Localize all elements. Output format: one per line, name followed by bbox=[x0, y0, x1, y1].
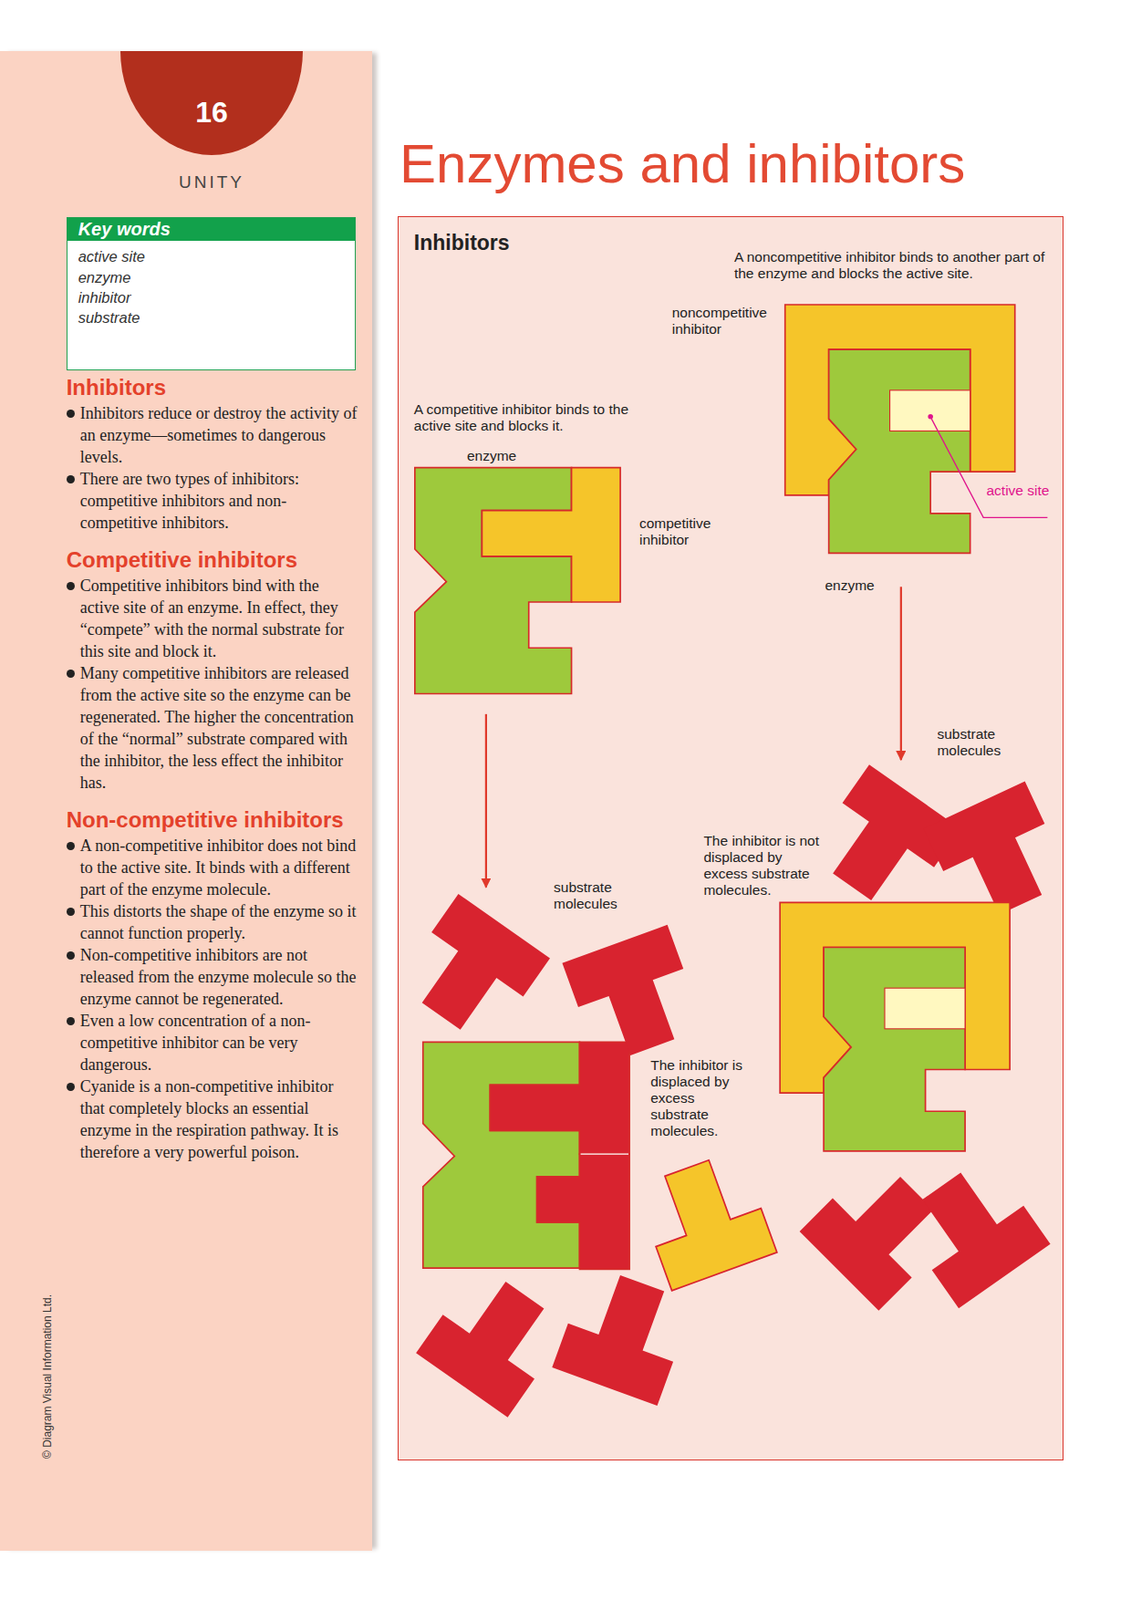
unit-tab: 16 bbox=[120, 51, 303, 156]
key-word: enzyme bbox=[67, 267, 356, 288]
part-label: enzyme bbox=[824, 577, 906, 594]
part-label: competitive inhibitor bbox=[639, 515, 732, 549]
key-word: active site bbox=[67, 246, 356, 267]
sidebar-panel: InhibitorsInhibitors reduce or destroy t… bbox=[0, 51, 373, 1551]
part-label: active site bbox=[977, 482, 1049, 499]
bullet-dot bbox=[66, 581, 75, 591]
section-heading: Non-competitive inhibitors bbox=[66, 806, 359, 834]
bullet-dot bbox=[66, 409, 75, 418]
copyright-note: © Diagram Visual Information Ltd. bbox=[40, 1276, 55, 1477]
bullet-text: A non-competitive inhibitor does not bin… bbox=[80, 836, 356, 899]
part-label: substrate molecules bbox=[553, 879, 646, 913]
key-word: substrate bbox=[67, 307, 356, 328]
bullet-item: Non-competitive inhibitors are not relea… bbox=[66, 944, 359, 1010]
bullet-text: Even a low concentration of a non-compet… bbox=[80, 1011, 312, 1074]
noncompetitive-enzyme-blocked bbox=[779, 902, 1010, 1151]
bullet-text: There are two types of inhibitors: compe… bbox=[80, 469, 300, 532]
active-site-leader bbox=[927, 414, 1048, 518]
section-heading: Inhibitors bbox=[66, 373, 359, 402]
process-arrow bbox=[900, 586, 903, 760]
competitive-enzyme bbox=[415, 467, 621, 695]
bullet-item: Many competitive inhibitors are released… bbox=[66, 662, 359, 794]
part-label: substrate molecules bbox=[936, 726, 1034, 759]
bullet-dot bbox=[66, 841, 75, 851]
noncompetitive-enzyme bbox=[785, 304, 1016, 553]
bullet-text: Cyanide is a non-competitive inhibitor t… bbox=[80, 1077, 339, 1162]
part-label: enzyme bbox=[466, 447, 549, 465]
page-title: Enzymes and inhibitors bbox=[399, 133, 965, 196]
unit-label: UNITY bbox=[120, 172, 303, 193]
note: The inhibitor is displaced by excess sub… bbox=[650, 1057, 748, 1140]
competitive-enzyme-bound bbox=[423, 1041, 630, 1269]
part-label: noncompetitive inhibitor bbox=[672, 304, 785, 338]
bullet-text: Many competitive inhibitors are released… bbox=[80, 664, 354, 792]
key-words-heading: Key words bbox=[67, 217, 356, 241]
substrate-molecules bbox=[398, 764, 1063, 1417]
note: A competitive inhibitor binds to the act… bbox=[414, 401, 644, 435]
unit-number: 16 bbox=[120, 95, 303, 129]
displaced-inhibitor bbox=[633, 1149, 777, 1291]
figure-panel: Inhibitors A noncompetitive inhibitor bin… bbox=[397, 216, 1064, 1461]
bullet-text: Non-competitive inhibitors are not relea… bbox=[80, 945, 357, 1008]
key-word: inhibitor bbox=[67, 287, 356, 308]
bullet-item: A non-competitive inhibitor does not bin… bbox=[66, 834, 359, 901]
note: A noncompetitive inhibitor binds to anot… bbox=[734, 249, 1063, 282]
bullet-item: Competitive inhibitors bind with the act… bbox=[66, 574, 359, 663]
bullet-text: Inhibitors reduce or destroy the activit… bbox=[80, 404, 358, 467]
bullet-dot bbox=[66, 1016, 75, 1026]
text-column: InhibitorsInhibitors reduce or destroy t… bbox=[66, 373, 359, 1163]
bullet-dot bbox=[66, 669, 75, 678]
bullet-item: This distorts the shape of the enzyme so… bbox=[66, 900, 359, 945]
bullet-dot bbox=[66, 951, 75, 960]
bullet-item: There are two types of inhibitors: compe… bbox=[66, 467, 359, 534]
process-arrow bbox=[485, 714, 488, 888]
panel-heading: Inhibitors bbox=[414, 230, 659, 255]
bullet-text: This distorts the shape of the enzyme so… bbox=[80, 902, 357, 943]
bullet-item: Cyanide is a non-competitive inhibitor t… bbox=[66, 1075, 359, 1163]
key-words-box: Key words active siteenzymeinhibitorsubst… bbox=[66, 217, 357, 371]
bullet-text: Competitive inhibitors bind with the act… bbox=[80, 576, 344, 661]
bullet-item: Even a low concentration of a non-compet… bbox=[66, 1009, 359, 1076]
bullet-item: Inhibitors reduce or destroy the activit… bbox=[66, 402, 359, 468]
bullet-dot bbox=[66, 475, 75, 484]
bullet-dot bbox=[66, 1082, 75, 1091]
bullet-dot bbox=[66, 907, 75, 916]
note: The inhibitor is not displaced by excess… bbox=[703, 832, 821, 899]
section-heading: Competitive inhibitors bbox=[66, 546, 359, 574]
